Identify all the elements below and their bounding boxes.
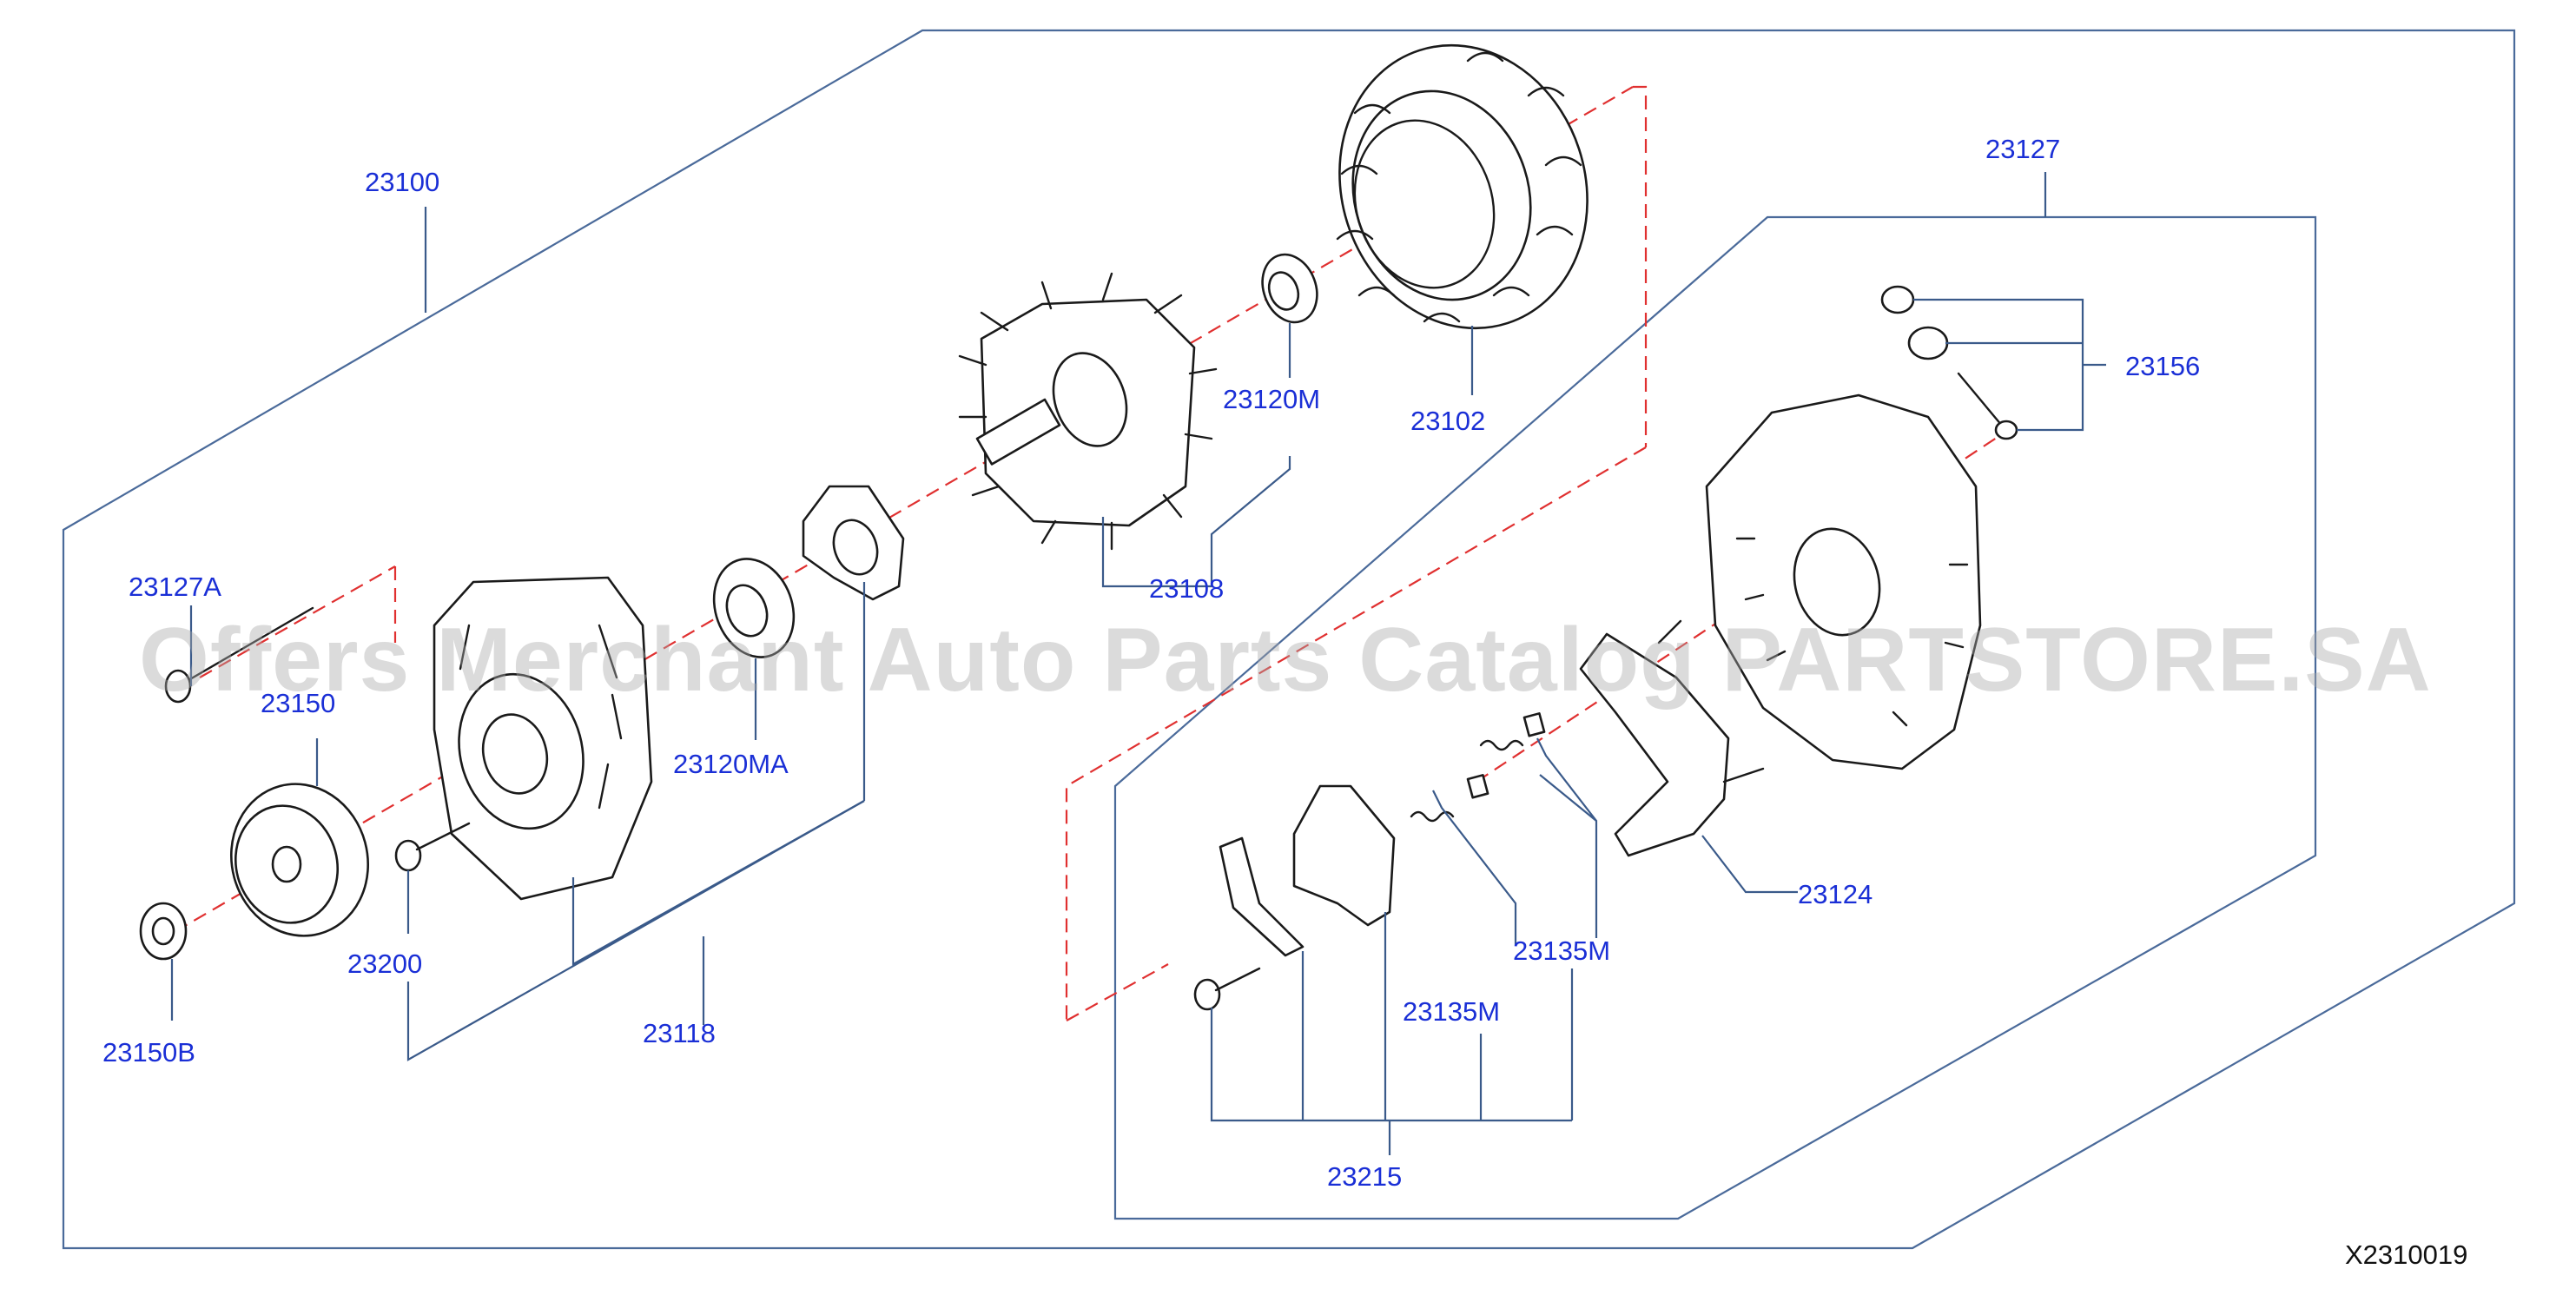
label-23120MA[interactable]: 23120MA: [673, 749, 789, 779]
assembly-frame-23100: [62, 29, 2516, 1250]
label-23150B[interactable]: 23150B: [102, 1037, 195, 1068]
label-23102[interactable]: 23102: [1410, 406, 1485, 436]
rectifier-23124: [1579, 619, 1765, 857]
label-23215[interactable]: 23215: [1327, 1161, 1402, 1192]
retainer-plate: [802, 485, 905, 601]
label-23135M-lower[interactable]: 23135M: [1403, 996, 1500, 1027]
label-23127[interactable]: 23127: [1985, 134, 2060, 164]
diagram-code: X2310019: [2345, 1239, 2467, 1270]
through-bolt-23127A: [164, 606, 314, 704]
screw-23200: [394, 822, 471, 872]
label-23200[interactable]: 23200: [347, 949, 422, 979]
label-23120M[interactable]: 23120M: [1223, 384, 1320, 414]
leader-lines: [170, 172, 2106, 1155]
pulley-23150: [229, 783, 370, 937]
brush-set-23135M: [1410, 712, 1546, 823]
part-labels: 23100 23102 23120M 23108 23127A 23150 23…: [102, 134, 2200, 1192]
label-23150[interactable]: 23150: [261, 688, 335, 718]
label-23118[interactable]: 23118: [643, 1018, 716, 1048]
label-23108[interactable]: 23108: [1149, 573, 1224, 604]
bearing-23120MA: [712, 558, 796, 658]
label-23156[interactable]: 23156: [2125, 351, 2200, 381]
regulator-23215: [1193, 784, 1396, 1011]
bearing-23120M: [1261, 253, 1318, 324]
label-23135M-upper[interactable]: 23135M: [1513, 935, 1610, 966]
label-23124[interactable]: 23124: [1798, 879, 1873, 909]
label-23127A[interactable]: 23127A: [129, 572, 221, 602]
assembly-frame-23127: [1113, 215, 2317, 1220]
rear-cover-23127: [1705, 393, 1982, 770]
label-23100[interactable]: 23100: [365, 167, 439, 197]
nut-23150B: [139, 902, 188, 961]
front-housing-23118: [433, 576, 653, 901]
stator-23102: [1336, 43, 1589, 330]
terminal-hardware-23156: [1880, 285, 2018, 440]
rotor-23108: [958, 272, 1218, 551]
watermark-text: Offers Merchant Auto Parts Catalog PARTS…: [139, 610, 2432, 711]
